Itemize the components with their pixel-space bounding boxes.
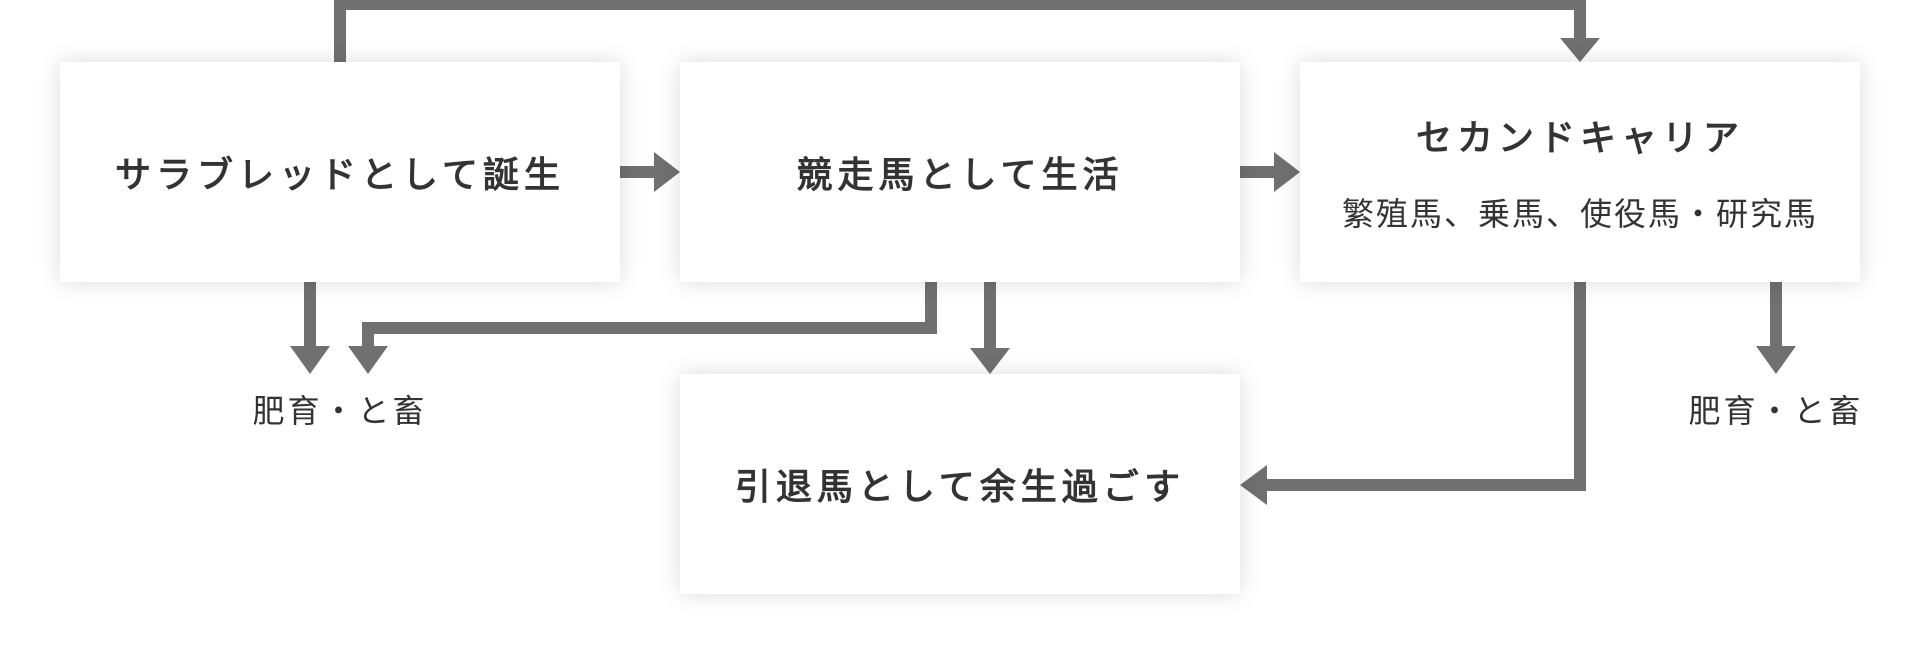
node-retired-horse: 引退馬として余生過ごす (680, 374, 1240, 594)
node-second-career-label: セカンドキャリア (1415, 118, 1744, 159)
arrowhead-right-racehorse (654, 152, 680, 192)
arrowhead-down-second-career (1560, 38, 1600, 62)
node-retired-horse-label: 引退馬として余生過ごす (734, 467, 1186, 508)
arrowhead-down-retired (970, 348, 1010, 374)
connector-second-career-to-retired (1265, 282, 1586, 491)
node-second-career: セカンドキャリア 繁殖馬、乗馬、使役馬・研究馬 (1300, 62, 1860, 282)
node-racehorse-life: 競走馬として生活 (680, 62, 1240, 282)
arrowhead-down-left-slaughter-a (290, 346, 330, 374)
arrowhead-right-second-career (1274, 152, 1300, 192)
node-thoroughbred-birth: サラブレッドとして誕生 (60, 62, 620, 282)
arrowhead-left-retired (1240, 465, 1267, 505)
outcome-slaughter-right: 肥育・と畜 (1688, 392, 1864, 430)
connector-birth-to-second-career (334, 0, 1586, 62)
node-thoroughbred-birth-label: サラブレッドとして誕生 (115, 155, 565, 196)
node-second-career-sublabel: 繁殖馬、乗馬、使役馬・研究馬 (1341, 195, 1818, 233)
outcome-slaughter-left: 肥育・と畜 (252, 392, 428, 430)
arrowhead-down-left-slaughter-b (348, 346, 388, 374)
arrowhead-down-right-slaughter (1756, 346, 1796, 374)
node-racehorse-life-label: 競走馬として生活 (796, 155, 1124, 196)
connector-racehorse-to-slaughter (362, 282, 937, 348)
